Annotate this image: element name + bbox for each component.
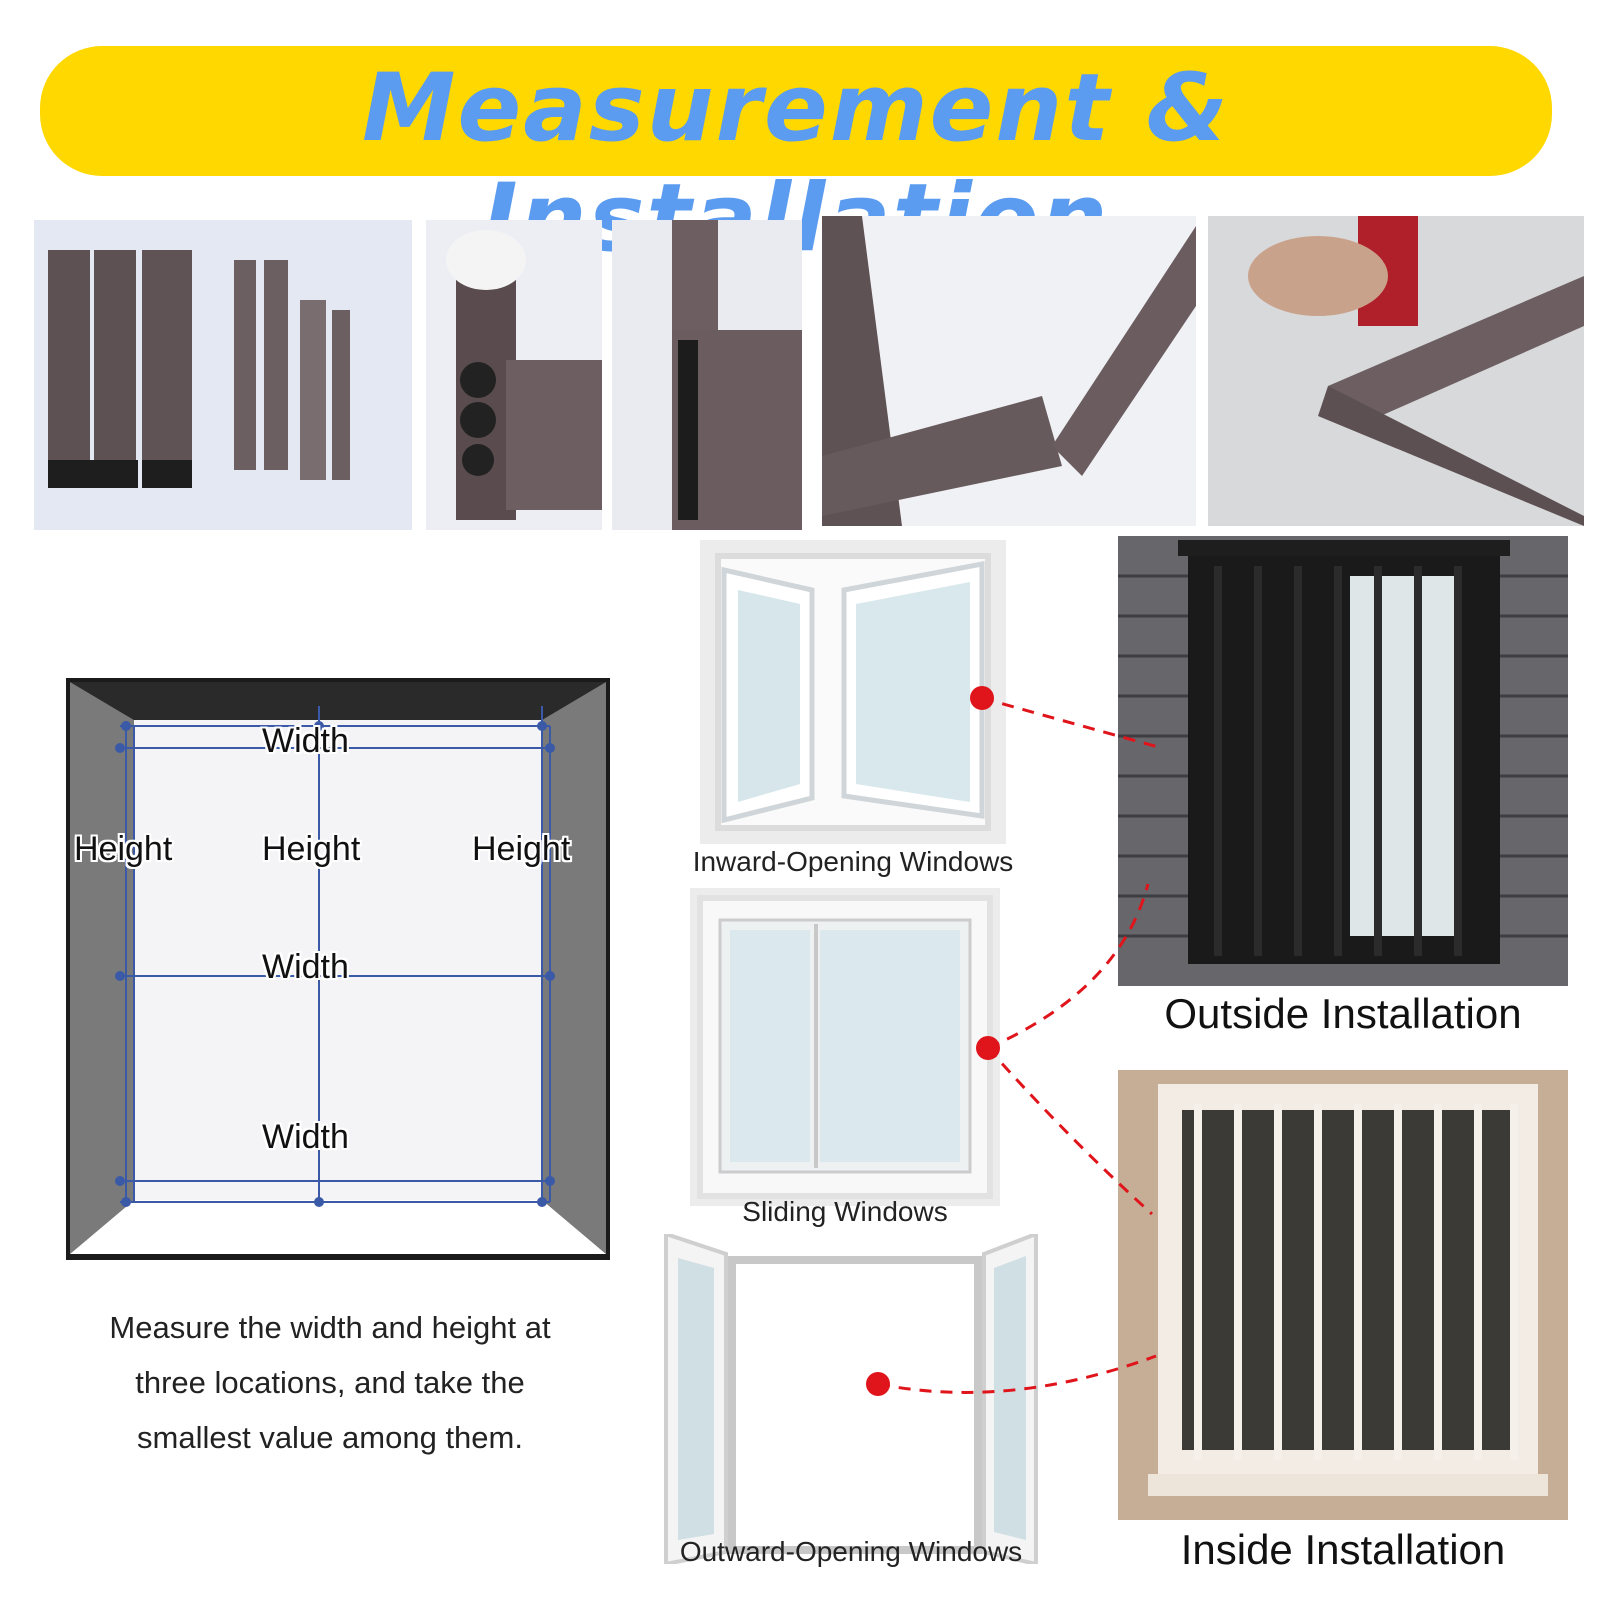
caption-line: three locations, and take the <box>135 1365 525 1400</box>
sliding-window-label: Sliding Windows <box>742 1196 948 1227</box>
inward-window-image <box>700 540 1006 844</box>
outside-installation-image <box>1118 536 1568 986</box>
outward-window-image <box>662 1234 1040 1564</box>
inward-window-label: Inward-Opening Windows <box>692 846 1014 877</box>
outside-installation-label: Outside Installation <box>1164 990 1522 1037</box>
photo-track-slot <box>612 220 802 530</box>
height-label-center: Height <box>262 830 361 868</box>
measurement-diagram <box>66 678 610 1260</box>
photo-frame-parts <box>34 220 412 530</box>
photo-corner-joint <box>822 216 1196 526</box>
width-label-top: Width <box>262 722 349 760</box>
width-label-middle: Width <box>262 948 349 986</box>
measurement-instructions: Measure the width and height at three lo… <box>40 1300 620 1465</box>
caption-line: Measure the width and height at <box>109 1310 551 1345</box>
caption-line: smallest value among them. <box>137 1420 523 1455</box>
photo-drill-assembly <box>1208 216 1584 526</box>
sliding-window-image <box>690 888 1000 1206</box>
height-label-left: Height <box>74 830 173 868</box>
photo-rollers-closeup <box>426 220 602 530</box>
title-banner: Measurement & Installation <box>40 46 1552 273</box>
inside-installation-image <box>1118 1070 1568 1520</box>
height-label-right: Height <box>472 830 571 868</box>
inside-installation-label: Inside Installation <box>1180 1526 1506 1573</box>
outward-window-label: Outward-Opening Windows <box>679 1536 1023 1567</box>
width-label-bottom: Width <box>262 1118 349 1156</box>
